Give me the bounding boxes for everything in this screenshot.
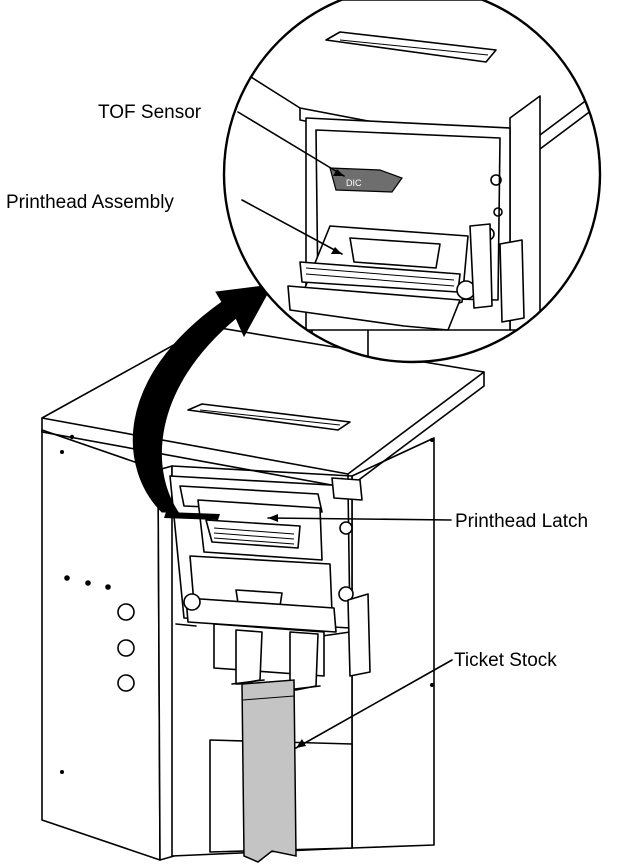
label-ticket-stock: Ticket Stock <box>454 650 557 671</box>
panel-screw <box>105 584 111 590</box>
printer-unit <box>41 325 485 863</box>
label-printhead-assembly: Printhead Assembly <box>6 192 174 213</box>
panel-screw <box>430 683 434 687</box>
printhead-mechanism-lower <box>169 475 363 650</box>
svg-text:DIC: DIC <box>346 178 362 188</box>
tof-sensor-part <box>329 167 403 193</box>
label-tof-sensor: TOF Sensor <box>98 102 202 123</box>
zoom-inset: DIC <box>222 0 602 364</box>
leader-lines <box>237 111 453 749</box>
tof-sensor-leader <box>237 111 345 177</box>
panel-hole <box>117 674 135 692</box>
ticket-stock <box>241 679 297 863</box>
panel-hole <box>117 603 135 621</box>
panel-screw <box>60 450 64 454</box>
printhead-assembly-part <box>287 223 495 331</box>
printhead-latch-leader <box>267 517 452 521</box>
panel-screw <box>85 580 91 586</box>
left-side-panel <box>41 429 175 861</box>
ticket-stock-leader <box>295 659 453 749</box>
printhead-latch-lever <box>164 512 220 520</box>
panel-screw <box>64 575 70 581</box>
panel-screw <box>60 770 64 774</box>
panel-screw <box>430 438 434 442</box>
panel-hole <box>117 639 135 657</box>
ticket-guide <box>213 623 325 691</box>
label-printhead-latch: Printhead Latch <box>455 511 588 532</box>
printhead-assembly-leader <box>241 199 343 255</box>
right-bracket <box>347 593 371 677</box>
